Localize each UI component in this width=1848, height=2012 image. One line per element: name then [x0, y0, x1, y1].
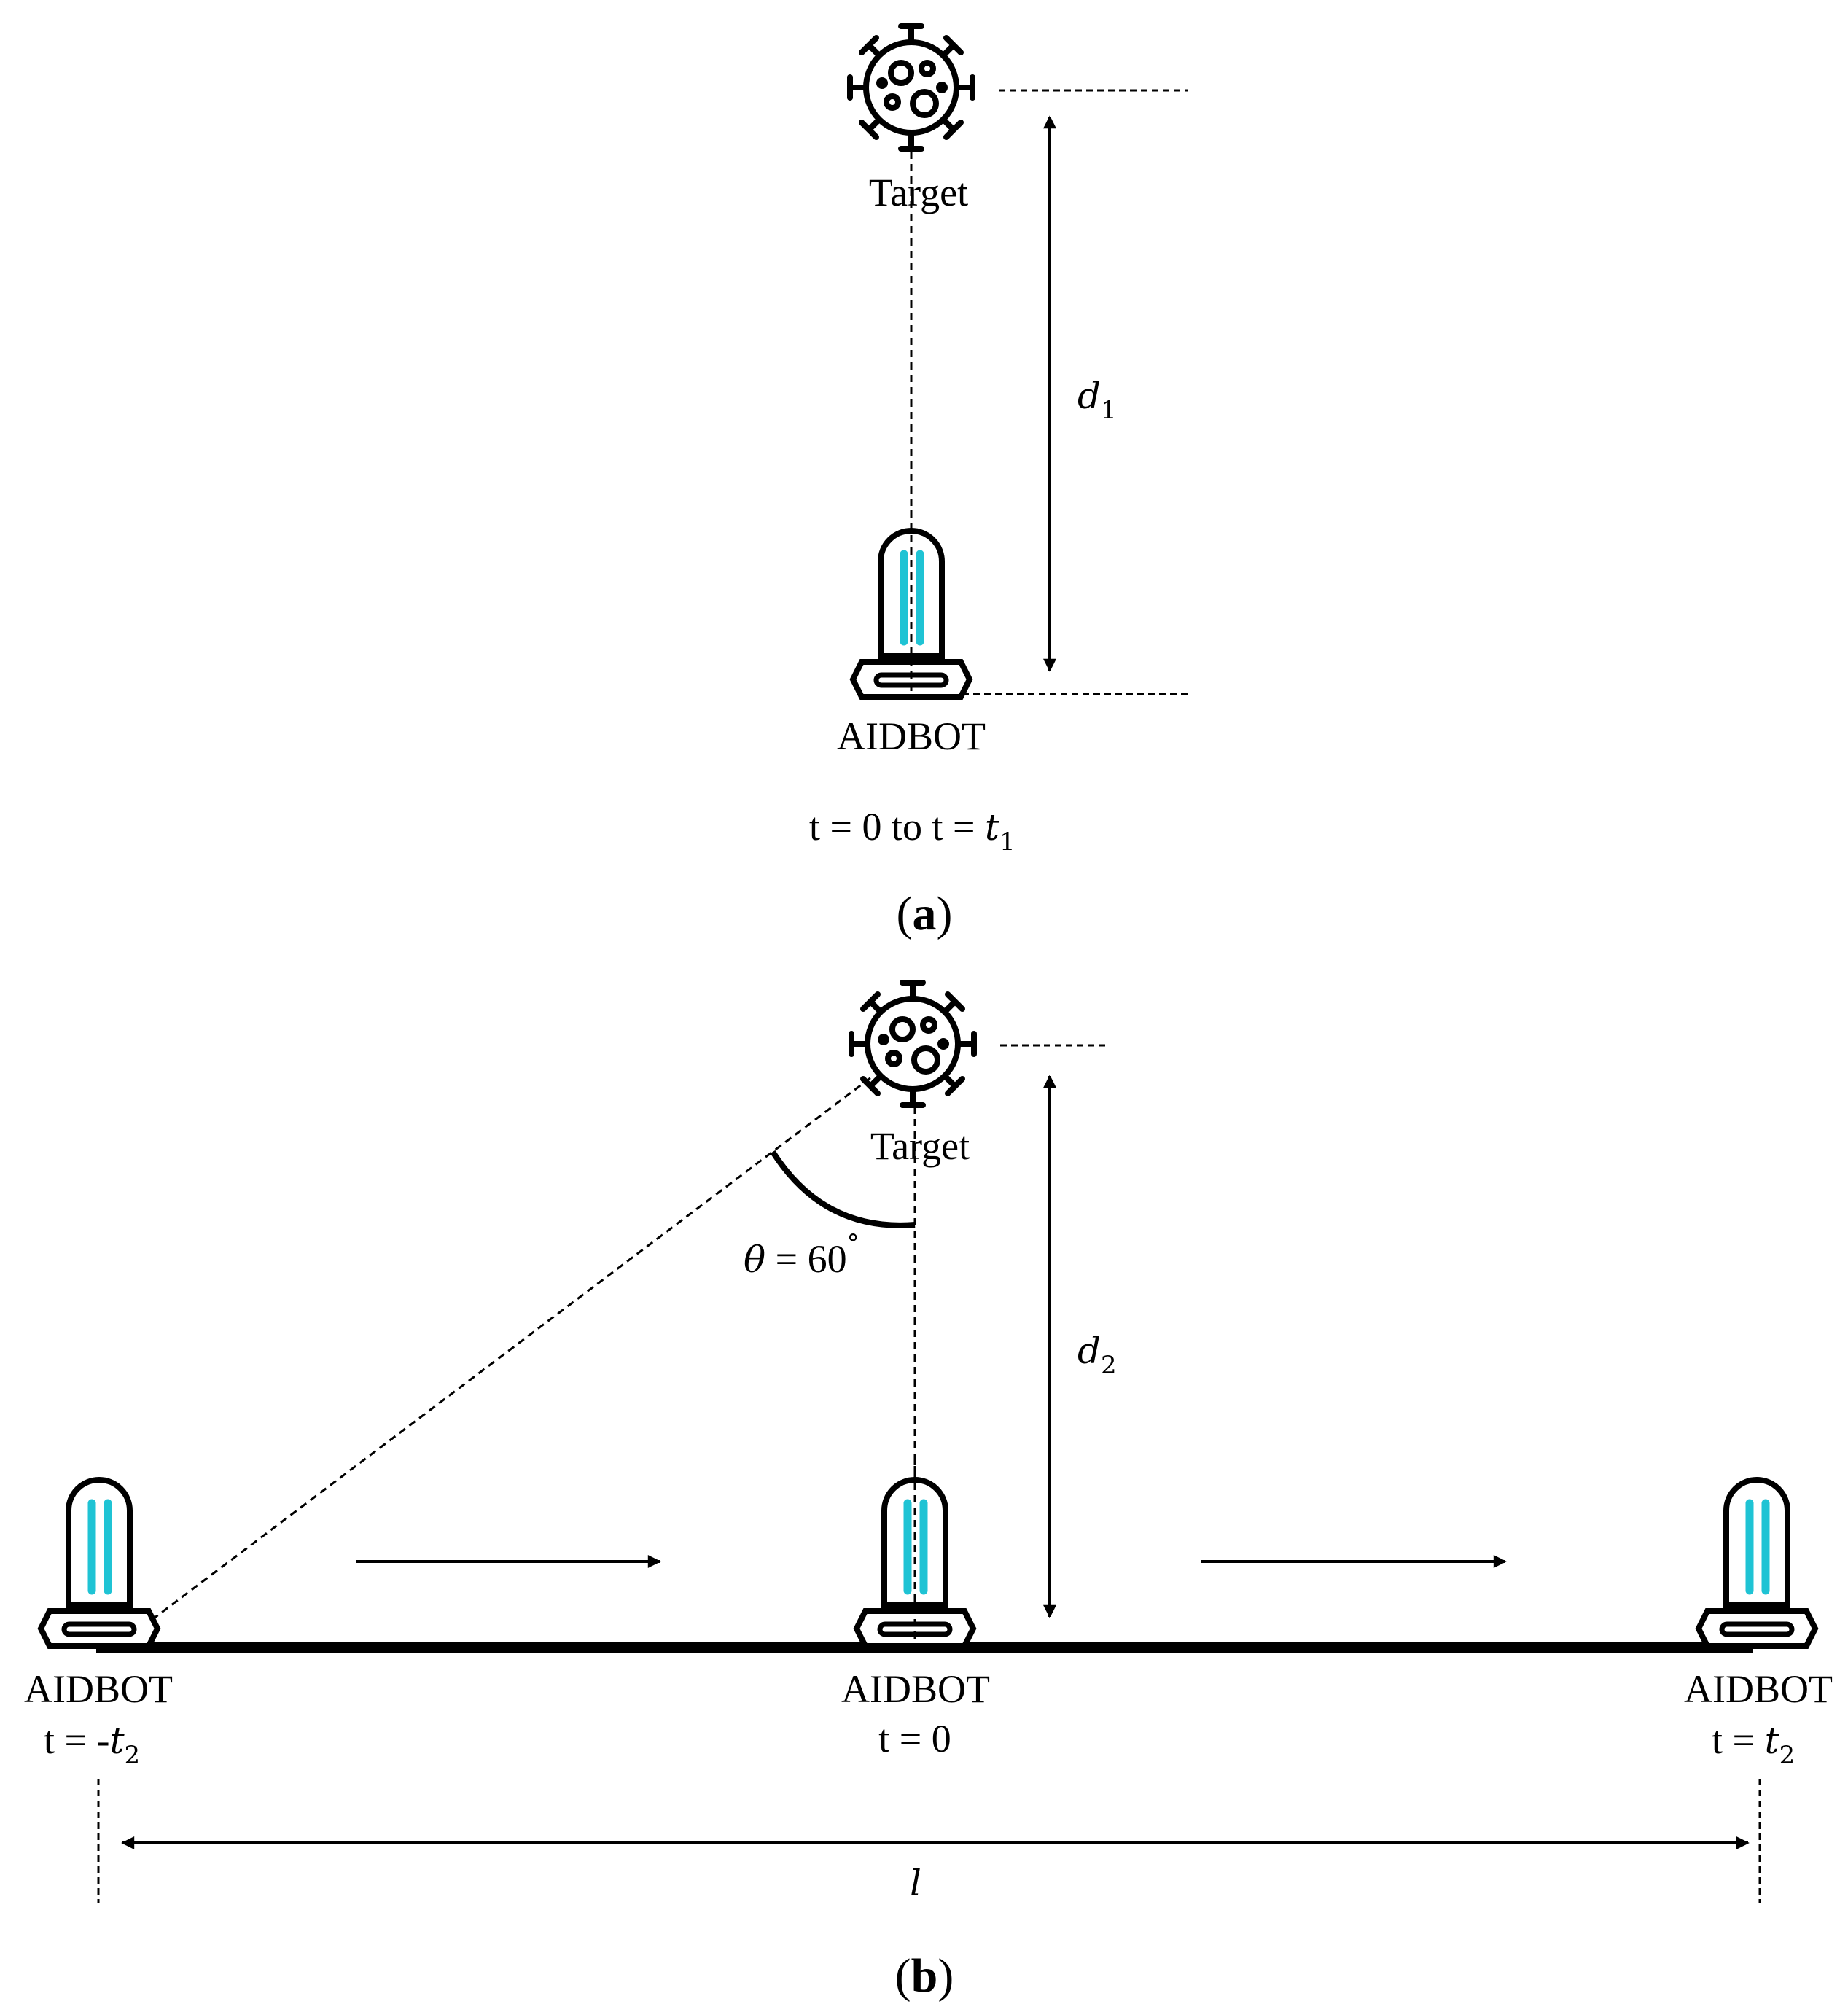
distance-label-d2: d2: [1077, 1330, 1117, 1380]
panel-label-b: (b): [895, 1949, 954, 2003]
robot-label: AIDBOT: [841, 1667, 990, 1711]
robot-label: AIDBOT: [837, 714, 986, 758]
robot-time-label: t = 0: [878, 1717, 951, 1760]
robot-label: AIDBOT: [1684, 1667, 1833, 1711]
angle-arc: [770, 1150, 916, 1228]
robot-time-label: t = t2: [1712, 1718, 1795, 1770]
panel-b: Target θ = 60° d2 AIDBOT t = -t2 AIDBOT …: [24, 983, 1833, 2003]
robot-time-label: t = -t2: [44, 1718, 140, 1770]
virus-icon: [850, 26, 972, 149]
panel-label-a: (a): [897, 887, 953, 940]
target-label: Target: [870, 1124, 970, 1168]
panel-a: Target AIDBOT d1 t = 0 to t = t1 (a): [809, 26, 1188, 940]
diagonal-dashed-line: [141, 1076, 872, 1629]
virus-icon: [851, 983, 974, 1105]
time-label: t = 0 to t = t1: [809, 805, 1015, 857]
length-label: l: [910, 1862, 921, 1904]
distance-label-d1: d1: [1077, 375, 1117, 425]
target-label: Target: [869, 171, 968, 214]
uv-robot-icon: [1699, 1480, 1815, 1646]
robot-label: AIDBOT: [24, 1667, 173, 1711]
angle-label: θ = 60°: [744, 1229, 859, 1281]
uv-robot-icon: [41, 1480, 157, 1646]
